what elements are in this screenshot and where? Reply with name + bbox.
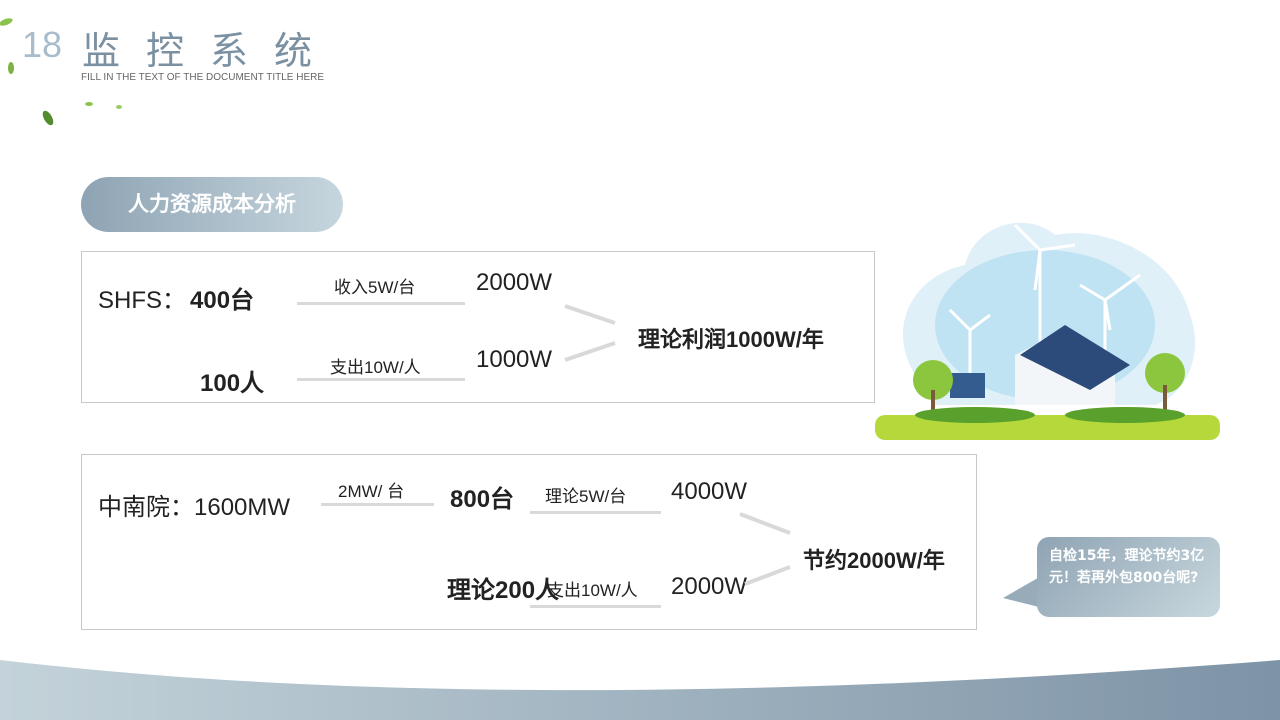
page-title: 监控系统 [82, 29, 339, 73]
shfs-income: 2000W [476, 269, 553, 296]
bottom-wave [0, 660, 1280, 720]
arrow-line [564, 341, 616, 362]
shfs-result: 理论利润1000W/年 [638, 327, 824, 352]
bubble-tail [1003, 575, 1043, 608]
shfs-label: SHFS： [98, 287, 187, 314]
arrow-line [321, 503, 434, 506]
section-number: 18 [22, 24, 63, 65]
solar-wind-house-illustration-icon [875, 222, 1220, 440]
page-subtitle: FILL IN THE TEXT OF THE DOCUMENT TITLE H… [81, 72, 325, 83]
shfs-units: 400台 [190, 287, 255, 314]
arrow-line [530, 511, 661, 514]
arrow-line [744, 565, 791, 586]
znd-box [81, 454, 977, 630]
arrow-line [739, 512, 791, 535]
shfs-expense: 1000W [476, 346, 553, 373]
znd-expense-label: 支出10W/人 [547, 581, 638, 600]
shfs-box [81, 251, 875, 403]
znd-result: 节约2000W/年 [803, 548, 945, 573]
znd-label: 中南院：1600MW [98, 494, 291, 521]
arrow-line [530, 605, 661, 608]
znd-income: 4000W [671, 478, 748, 505]
shfs-people: 100人 [200, 370, 265, 397]
shfs-income-label: 收入5W/台 [334, 278, 416, 297]
znd-rate-label: 2MW/ 台 [338, 482, 405, 501]
arrow-line [564, 304, 616, 325]
znd-income-label: 理论5W/台 [545, 487, 627, 506]
znd-units: 800台 [450, 486, 515, 513]
arrow-line [297, 378, 465, 381]
shfs-expense-label: 支出10W/人 [330, 358, 421, 377]
callout-bubble: 自检15年，理论节约3亿元！若再外包800台呢? [1037, 537, 1220, 617]
section-label: 人力资源成本分析 [81, 177, 343, 232]
znd-expense: 2000W [671, 573, 748, 600]
arrow-line [297, 302, 465, 305]
leaves-decoration-icon [0, 18, 122, 126]
znd-people: 理论200人 [447, 577, 560, 604]
